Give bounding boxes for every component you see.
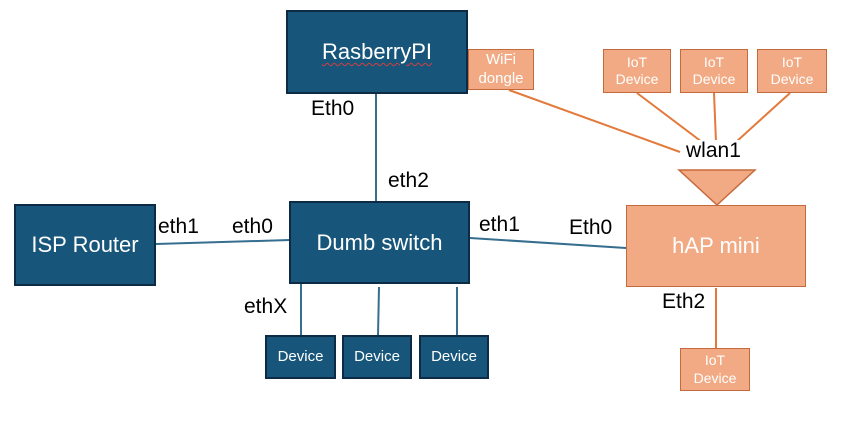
iot-device-1-label: IoT Device [615,53,659,88]
dumb-switch-label: Dumb switch [316,229,443,255]
port-label-switch-ethx: ethX [244,295,288,318]
iot-device-3-label: IoT Device [770,53,814,88]
antenna-triangle-icon [677,169,757,207]
link-switch-device-2 [377,286,380,337]
link-iot1-wlan1 [636,92,703,143]
iot-device-2-node[interactable]: IoT Device [680,49,748,93]
isp-router-label: ISP Router [31,232,139,257]
device-1-node[interactable]: Device [265,335,336,379]
port-label-switch-eth1: eth1 [479,213,520,236]
port-label-router-eth1: eth1 [158,215,199,238]
link-router-switch [155,239,291,245]
iot-device-1-node[interactable]: IoT Device [603,49,671,93]
hap-mini-label: hAP mini [672,233,760,258]
wifi-dongle-label: WiFi dongle [478,50,524,87]
iot-device-2-label: IoT Device [692,53,736,88]
raspberry-pi-label: RasberryPI [321,39,433,64]
device-3-node[interactable]: Device [419,335,489,379]
iot-device-3-node[interactable]: IoT Device [757,49,827,93]
link-switch-hap [469,237,627,249]
port-label-hap-eth2: Eth2 [662,290,706,313]
raspberry-pi-node[interactable]: RasberryPI [286,10,468,94]
device-3-label: Device [431,347,477,365]
device-1-label: Device [277,347,324,365]
iot-device-4-label: IoT Device [693,352,737,386]
port-label-switch-eth2: eth2 [388,169,429,192]
link-iot3-wlan1 [735,92,791,143]
wifi-dongle-node[interactable]: WiFi dongle [468,49,534,90]
link-iot2-wlan1 [713,92,717,143]
port-label-rpi-eth0: Eth0 [311,97,355,120]
device-2-node[interactable]: Device [342,335,412,379]
iot-device-4-node[interactable]: IoT Device [680,348,750,391]
device-2-label: Device [354,347,400,365]
port-label-hap-wlan1: wlan1 [684,139,743,162]
port-label-switch-eth0: eth0 [232,215,273,238]
dumb-switch-node[interactable]: Dumb switch [289,201,470,284]
hap-mini-node[interactable]: hAP mini [626,205,806,287]
isp-router-node[interactable]: ISP Router [14,204,156,286]
link-wifi-wlan1 [508,89,681,153]
port-label-hap-eth0: Eth0 [569,216,613,239]
